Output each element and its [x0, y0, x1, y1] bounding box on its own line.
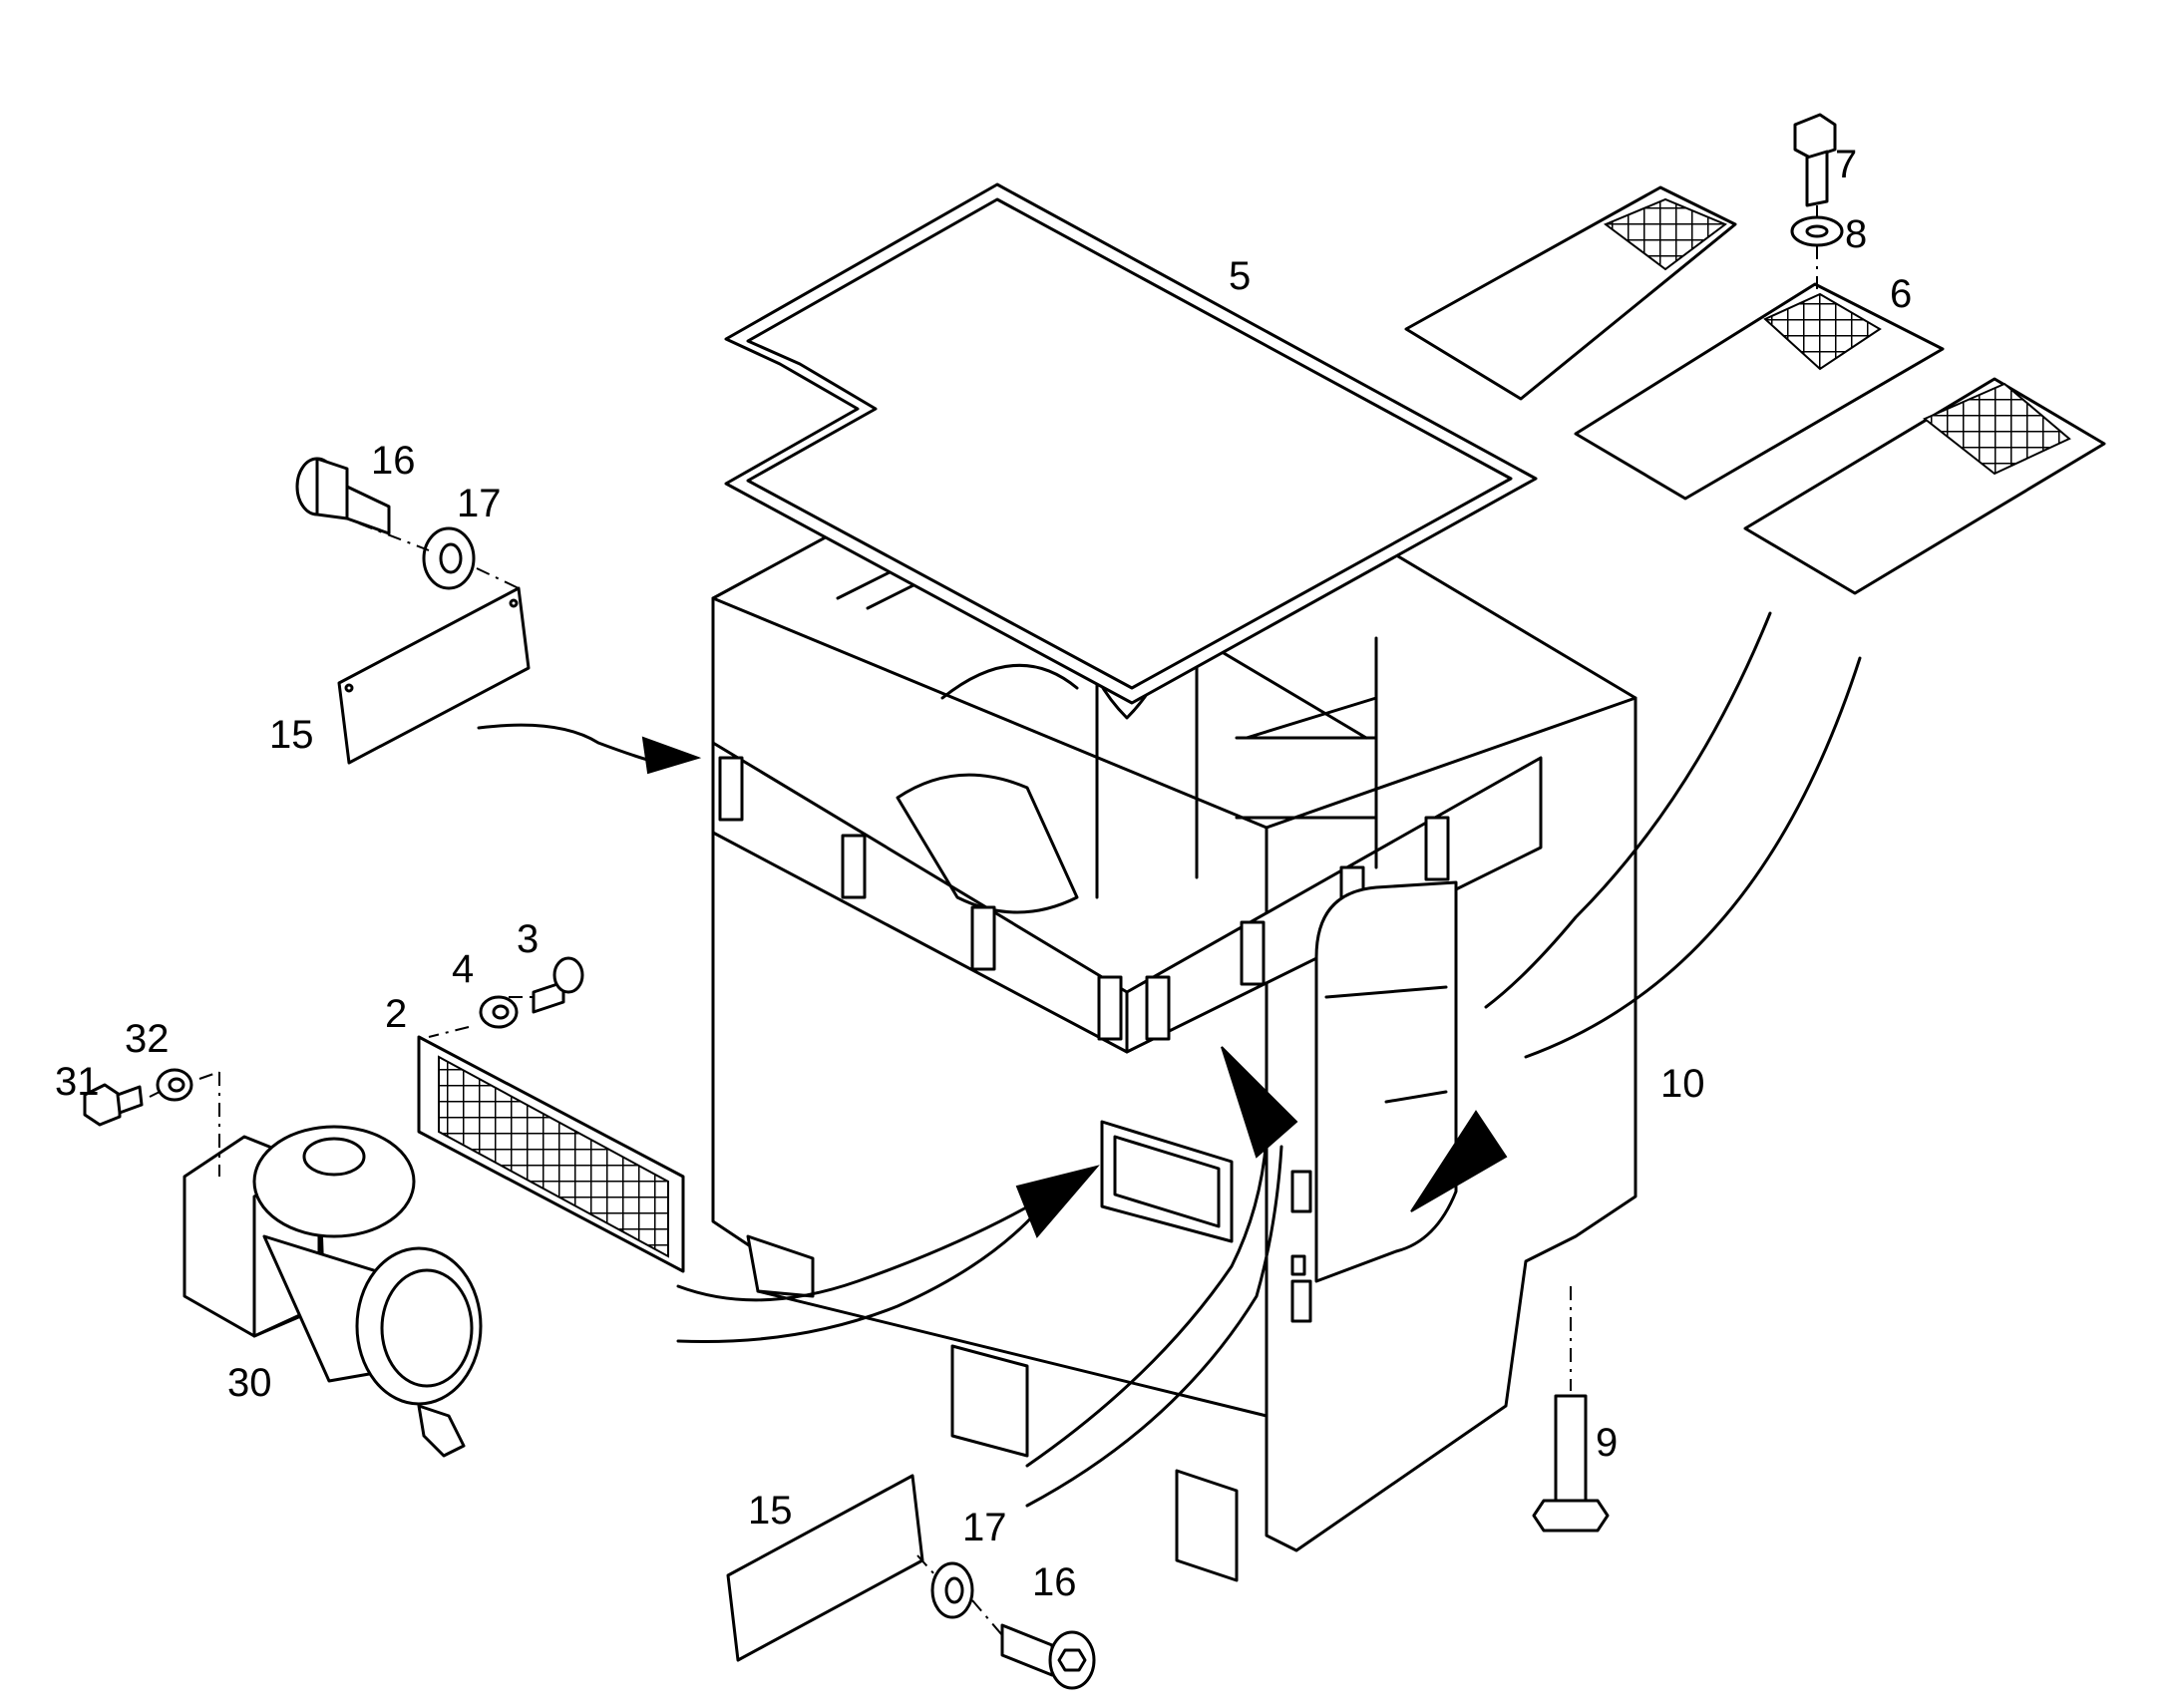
washer-17-upper	[422, 526, 476, 590]
callout-2: 2	[385, 992, 407, 1036]
callout-6: 6	[1890, 272, 1912, 316]
callout-16-upper: 16	[371, 439, 416, 483]
mesh-cover-3	[1743, 377, 2106, 595]
callout-9: 9	[1596, 1421, 1618, 1465]
callout-labels: 2 3 4 5 6 7 8 9 10 15 15 16 16 17 17 30 …	[55, 143, 1912, 1604]
callout-31: 31	[55, 1060, 100, 1104]
main-housing	[711, 382, 1637, 1582]
callout-4: 4	[452, 947, 474, 991]
hex-bolt-9	[1532, 1286, 1610, 1533]
grille-panel-2	[417, 1035, 685, 1273]
callout-32: 32	[125, 1017, 170, 1061]
air-filter-assembly-30	[182, 1125, 483, 1458]
hex-bolt-7	[1793, 113, 1837, 207]
callout-30: 30	[227, 1361, 272, 1405]
cap-screw-16-upper	[295, 457, 391, 535]
callout-16-lower: 16	[1032, 1560, 1077, 1604]
callout-5: 5	[1229, 254, 1251, 298]
mesh-cover-1	[1404, 185, 1737, 401]
callout-15-lower: 15	[748, 1489, 793, 1533]
leader-lines	[149, 205, 1818, 1636]
screw-3	[532, 956, 584, 1014]
washer-8	[1790, 215, 1844, 247]
frame-gasket	[724, 182, 1538, 705]
washer-4	[479, 995, 519, 1029]
mesh-cover-2	[1574, 282, 1945, 501]
callout-3: 3	[517, 917, 539, 961]
callout-15-upper: 15	[269, 713, 314, 757]
callout-17-upper: 17	[457, 482, 502, 525]
callout-10: 10	[1660, 1062, 1705, 1106]
cover-plate-15-upper	[337, 586, 531, 765]
washer-32	[156, 1068, 193, 1102]
hex-bolt-31	[83, 1083, 144, 1127]
callout-7: 7	[1835, 143, 1857, 186]
callout-8: 8	[1845, 212, 1867, 256]
callout-17-lower: 17	[962, 1506, 1007, 1549]
cap-screw-16-lower	[1000, 1623, 1096, 1690]
washer-17-lower	[930, 1561, 974, 1619]
assembly-arrows	[477, 611, 1862, 1508]
